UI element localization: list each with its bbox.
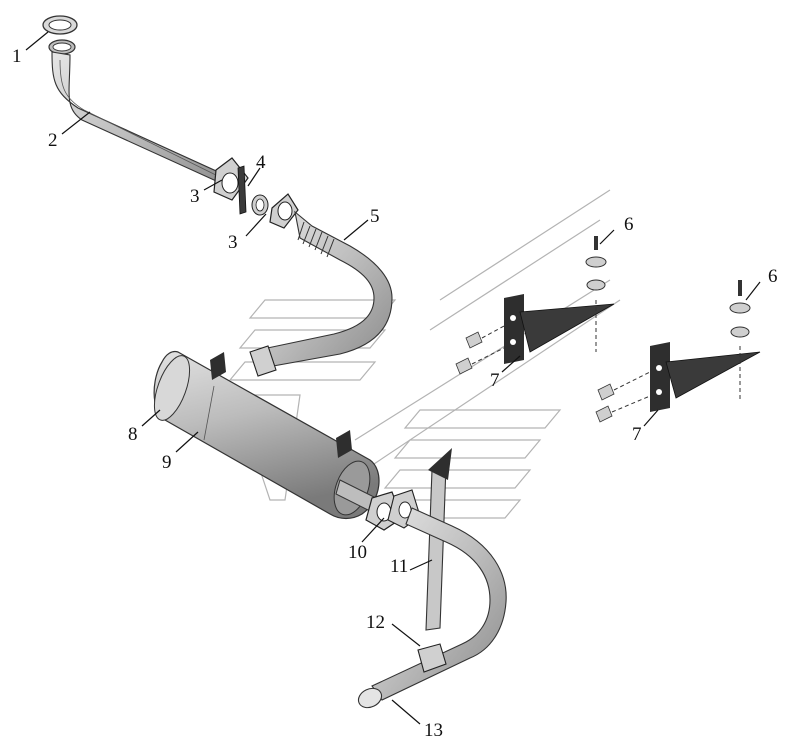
callout-11: 11: [390, 556, 408, 577]
front-exhaust-pipe-part: [51, 51, 238, 192]
callout-9: 9: [162, 452, 172, 473]
tail-pipe-part: [357, 507, 507, 709]
callout-6-right: 6: [768, 266, 778, 287]
callout-7-left: 7: [490, 370, 500, 391]
callout-5: 5: [370, 206, 380, 227]
callout-6-left: 6: [624, 214, 634, 235]
callout-7-right: 7: [632, 424, 642, 445]
muffler-part: [153, 350, 381, 520]
callout-1: 1: [12, 46, 22, 67]
callout-13: 13: [424, 720, 443, 741]
callout-3-upper: 3: [190, 186, 200, 207]
callout-2: 2: [48, 130, 58, 151]
hanger-strap-part: [425, 448, 452, 631]
callout-labels: 1 2 3 3 4 5 6 6 7 7 8 9 10 11 12 13: [12, 46, 778, 741]
flange-joint-part: [213, 157, 299, 229]
leader-lines: [25, 31, 761, 725]
bracket-right-part: [595, 280, 761, 423]
callout-12: 12: [366, 612, 385, 633]
intermediate-pipe-part: [249, 210, 393, 377]
bracket-left-part: [455, 236, 615, 375]
callout-8: 8: [128, 424, 138, 445]
callout-3-lower: 3: [228, 232, 238, 253]
clamp-top-part: [42, 15, 78, 55]
watermark-logo: [228, 189, 621, 519]
callout-4: 4: [256, 152, 266, 173]
callout-10: 10: [348, 542, 367, 563]
